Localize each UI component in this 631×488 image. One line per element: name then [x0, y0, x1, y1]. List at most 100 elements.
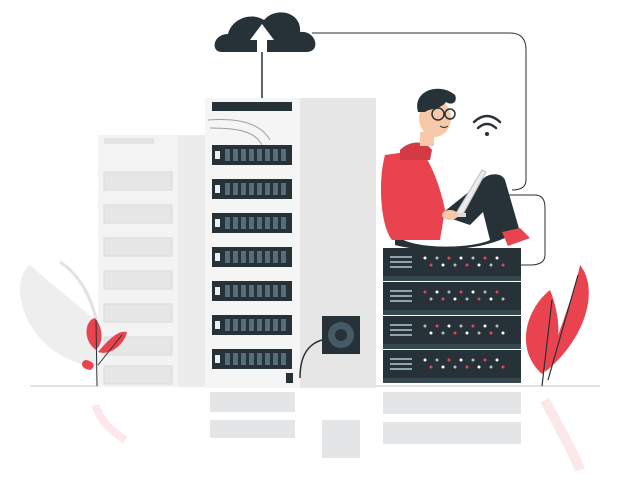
rack-slot — [249, 183, 254, 195]
server-light — [429, 331, 433, 335]
server-light — [477, 263, 481, 267]
server-light — [471, 290, 475, 294]
plant-right — [525, 265, 589, 387]
server-light — [435, 290, 439, 294]
server-light — [441, 365, 445, 369]
server-vent — [390, 295, 412, 297]
rack-slot — [225, 251, 230, 263]
rack-slot — [241, 217, 246, 229]
rack-slot — [273, 285, 278, 297]
server-vent — [390, 329, 412, 331]
rack-slot — [265, 319, 270, 331]
rack-slot — [273, 353, 278, 365]
rack-slot — [257, 217, 262, 229]
rack-slot — [273, 251, 278, 263]
floor-reflection — [91, 392, 585, 472]
rack-slot — [241, 149, 246, 161]
rack-slot — [265, 251, 270, 263]
rack-slot — [225, 319, 230, 331]
rack-slot — [241, 251, 246, 263]
server-light — [459, 256, 463, 260]
rack-led — [215, 185, 220, 193]
rack-slot — [257, 183, 262, 195]
rack-slot — [273, 183, 278, 195]
rack-slot — [249, 319, 254, 331]
rack-slot — [281, 353, 286, 365]
rack-led — [215, 151, 220, 159]
rack-slot — [233, 217, 238, 229]
rack-slot — [249, 251, 254, 263]
server-unit-edge — [383, 276, 521, 281]
network-cables — [312, 32, 546, 266]
rack-slot — [233, 149, 238, 161]
rack-slot — [233, 251, 238, 263]
server-light — [501, 263, 505, 267]
rack-slot — [257, 251, 262, 263]
server-stack — [383, 248, 521, 383]
server-light — [495, 256, 499, 260]
rack-slot — [249, 285, 254, 297]
rack-slot — [249, 149, 254, 161]
server-light — [423, 256, 427, 260]
rack-slot — [281, 149, 286, 161]
server-unit-edge — [383, 378, 521, 383]
server-light — [453, 365, 457, 369]
server-light — [471, 324, 475, 328]
rack-slot — [249, 217, 254, 229]
server-light — [441, 297, 445, 301]
rack-slot — [241, 353, 246, 365]
rack-slot — [273, 319, 278, 331]
rack-slot — [281, 319, 286, 331]
server-light — [447, 256, 451, 260]
server-light — [429, 263, 433, 267]
rack-slot — [265, 353, 270, 365]
server-light — [459, 358, 463, 362]
plant-left — [82, 318, 127, 387]
server-light — [441, 331, 445, 335]
server-light — [423, 290, 427, 294]
server-light — [465, 331, 469, 335]
rack-slot — [225, 285, 230, 297]
server-light — [483, 324, 487, 328]
server-vent — [390, 363, 412, 365]
cloud-upload-icon — [214, 12, 316, 98]
server-vent — [390, 300, 412, 302]
server-vent — [390, 358, 412, 360]
server-light — [489, 331, 493, 335]
server-light — [423, 358, 427, 362]
server-light — [489, 297, 493, 301]
server-light — [447, 290, 451, 294]
rack-slot — [281, 217, 286, 229]
server-light — [423, 324, 427, 328]
server-light — [483, 290, 487, 294]
rack-slot — [281, 251, 286, 263]
server-vent — [390, 290, 412, 292]
rack-slot — [273, 217, 278, 229]
server-light — [441, 263, 445, 267]
server-light — [477, 365, 481, 369]
rack-slot — [225, 183, 230, 195]
server-light — [477, 297, 481, 301]
server-light — [459, 290, 463, 294]
server-light — [429, 365, 433, 369]
server-light — [447, 358, 451, 362]
rack-slot — [281, 285, 286, 297]
server-light — [471, 358, 475, 362]
server-light — [495, 358, 499, 362]
server-light — [501, 331, 505, 335]
rack-slot — [257, 353, 262, 365]
server-light — [459, 324, 463, 328]
rack-slot — [249, 353, 254, 365]
server-light — [465, 297, 469, 301]
rack-slot — [233, 183, 238, 195]
rack-slot — [265, 217, 270, 229]
rack-slot — [225, 217, 230, 229]
server-light — [471, 256, 475, 260]
rack-led — [215, 321, 220, 329]
person-illustration — [380, 88, 530, 250]
rack-slot — [241, 183, 246, 195]
rack-slot — [225, 353, 230, 365]
server-light — [489, 263, 493, 267]
server-light — [435, 358, 439, 362]
